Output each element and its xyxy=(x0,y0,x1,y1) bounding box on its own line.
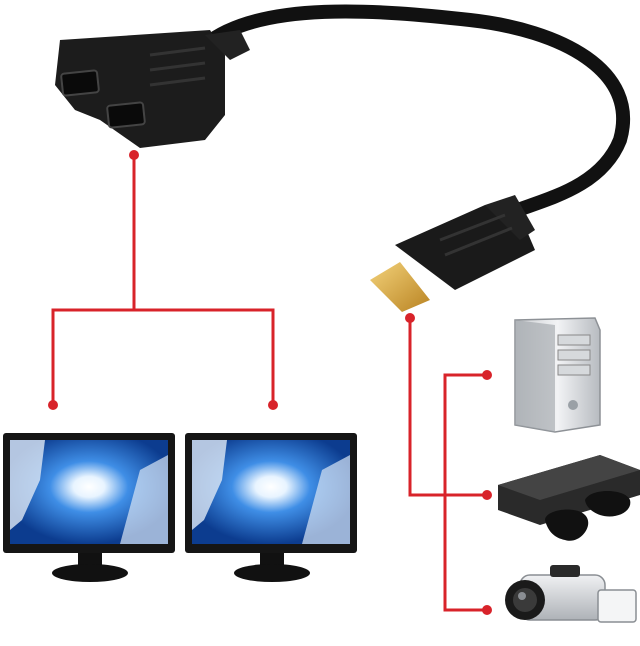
monitor-icon xyxy=(3,433,175,582)
game-console-icon xyxy=(498,455,640,541)
hdmi-splitter-icon xyxy=(55,30,250,148)
connector-dots xyxy=(48,150,492,615)
camcorder-icon xyxy=(505,565,637,623)
monitor-icon xyxy=(185,433,357,582)
connector-lines xyxy=(51,155,487,612)
desktop-pc-icon xyxy=(514,317,601,433)
hdmi-cable xyxy=(198,4,630,222)
hdmi-plug-icon xyxy=(370,195,535,312)
